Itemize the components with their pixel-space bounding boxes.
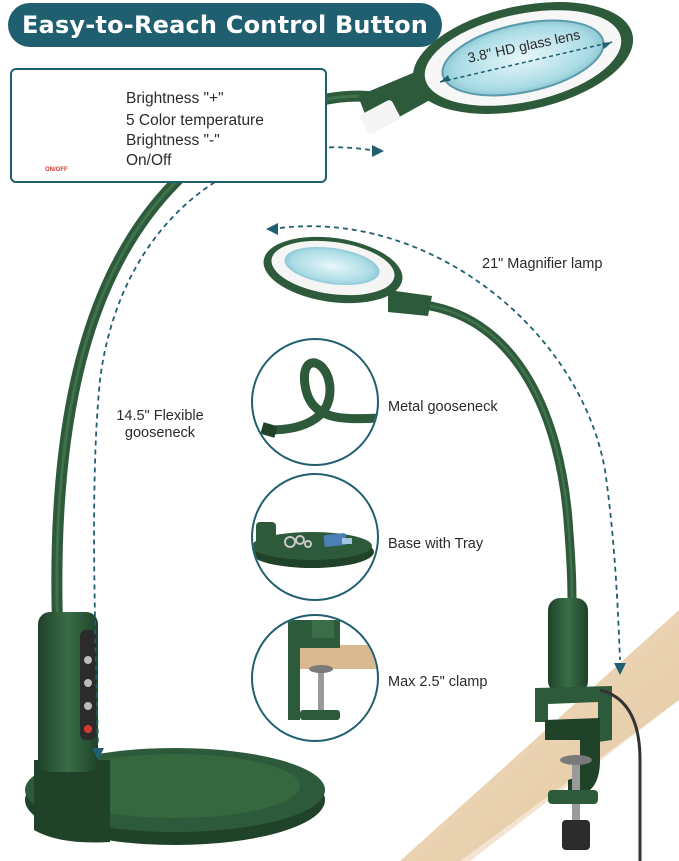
control-legend-box bbox=[10, 68, 327, 183]
feature-label-base: Base with Tray bbox=[388, 536, 484, 552]
wooden-table bbox=[400, 610, 679, 861]
gooseneck-length-label: 14.5" Flexible gooseneck bbox=[116, 408, 204, 441]
control-label-brightness-minus: Brightness "-" bbox=[126, 132, 220, 149]
right-lamp-head bbox=[263, 236, 432, 316]
left-lamp-head bbox=[358, 2, 634, 134]
feature-circle-base bbox=[251, 473, 379, 601]
gooseneck-dimension-arrow bbox=[93, 146, 371, 746]
left-lamp-base bbox=[25, 612, 325, 845]
feature-label-gooseneck: Metal gooseneck bbox=[388, 399, 498, 415]
feature-label-clamp: Max 2.5" clamp bbox=[388, 674, 488, 690]
power-button-text: ON/OFF bbox=[45, 167, 68, 173]
feature-circle-clamp bbox=[251, 614, 379, 742]
lamp-height-dimension-arrow bbox=[279, 225, 621, 661]
control-label-on-off: On/Off bbox=[126, 152, 172, 169]
lamp-height-label: 21" Magnifier lamp bbox=[482, 256, 603, 272]
control-label-brightness-plus: Brightness "+" bbox=[126, 90, 224, 107]
feature-circle-gooseneck bbox=[251, 338, 379, 466]
control-label-color-temperature: 5 Color temperature bbox=[126, 112, 264, 129]
title-banner: Easy-to-Reach Control Button bbox=[8, 3, 442, 47]
right-lamp-clamp bbox=[535, 598, 642, 861]
